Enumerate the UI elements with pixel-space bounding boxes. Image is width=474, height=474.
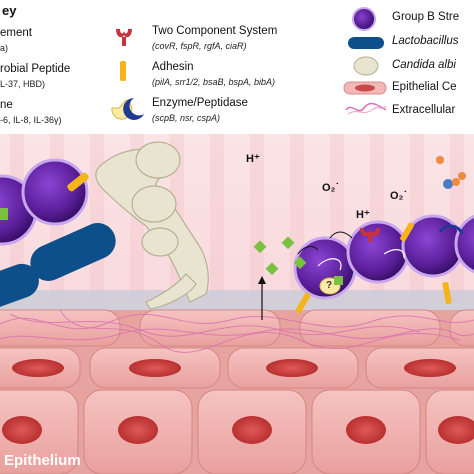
- process-arrows: [297, 231, 353, 255]
- key-title: ey: [2, 3, 17, 18]
- key-label-tcs: Two Component System: [152, 25, 278, 37]
- secretion-arrow: [258, 276, 266, 320]
- gbs-chain-right: [293, 214, 474, 314]
- key-label-lactobacillus: Lactobacillus: [392, 35, 459, 47]
- two-component-system-icon: [116, 29, 132, 46]
- key-label-ecm: Extracellular: [392, 104, 456, 116]
- extracellular-matrix-fibers: [0, 309, 474, 353]
- mucus-layer: [0, 290, 474, 312]
- scene-illustration: [0, 134, 474, 474]
- key-label-gbs: Group B Stre: [392, 11, 460, 23]
- epithelium-label: Epithelium: [4, 452, 81, 469]
- superoxide-label-1: O₂˙: [322, 182, 340, 194]
- cytokine-dots: [436, 156, 466, 189]
- h-plus-label-1: H⁺: [246, 153, 260, 165]
- key-sub-amp: L-37, HBD): [0, 79, 46, 89]
- key-label-cytokine: ne: [0, 99, 13, 111]
- key-sub-complement: a): [0, 43, 9, 53]
- key-sub-adhesin: (pilA, srr1/2, bsaB, bspA, bibA): [152, 77, 276, 87]
- key-legend: ey ement a) robial Peptide L-37, HBD) ne…: [0, 0, 474, 134]
- lactobacillus-rods: [0, 223, 116, 311]
- key-label-adhesin: Adhesin: [152, 61, 194, 73]
- host-pathogen-scene: H⁺ H⁺ O₂˙ O₂˙ ? Epithelium: [0, 134, 474, 474]
- superoxide-label-2: O₂˙: [390, 190, 408, 202]
- key-label-epithelial: Epithelial Ce: [392, 81, 457, 93]
- unknown-mechanism-label: ?: [326, 280, 333, 291]
- lactobacillus-icon: [348, 37, 384, 49]
- h-plus-label-2: H⁺: [356, 209, 370, 221]
- key-sub-cytokine: -6, IL-8, IL-36γ): [0, 115, 62, 125]
- candida-icon: [353, 56, 379, 76]
- epithelial-cells-row2: [0, 347, 474, 389]
- candida-hyphae: [95, 141, 209, 310]
- epithelial-cells-row3: [0, 389, 474, 474]
- enzyme-peptidase-icon: [111, 98, 144, 120]
- epithelial-cell-icon: [343, 81, 387, 95]
- key-sub-tcs: (covR, fspR, rgfA, ciaR): [152, 41, 247, 51]
- key-label-amp: robial Peptide: [0, 63, 71, 75]
- adhesin-icon: [120, 61, 126, 81]
- gbs-icon: [352, 7, 376, 31]
- key-label-complement: ement: [0, 27, 32, 39]
- key-sub-enzyme: (scpB, nsr, cspA): [152, 113, 221, 123]
- key-label-candida: Candida albi: [392, 59, 456, 71]
- gbs-chain-left: [0, 158, 89, 246]
- extracellular-matrix-icon: [345, 102, 387, 115]
- key-label-enzyme: Enzyme/Peptidase: [152, 97, 248, 109]
